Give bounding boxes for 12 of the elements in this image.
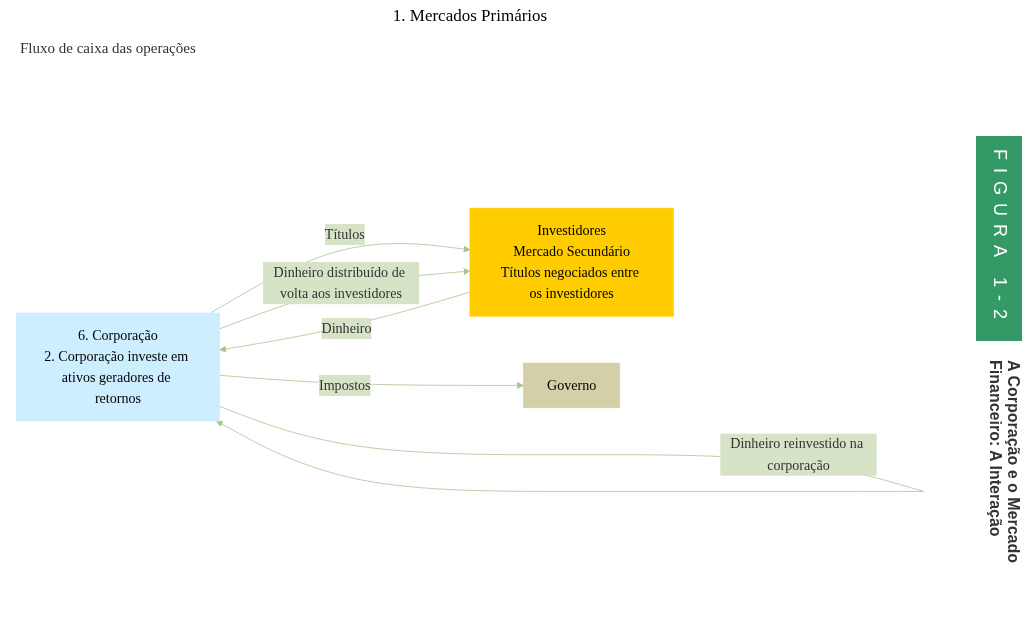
edge-label: Dinheiro distribuído de volta aos investidores: [273, 264, 405, 302]
edge-label: Dinheiro reinvestido na corporação: [730, 436, 864, 473]
edge-label: Dinheiro: [321, 320, 372, 337]
edge-label: Impostos: [318, 377, 371, 393]
figure-caption: A Corporação e o Mercado Financeiro: A Interação: [986, 360, 1022, 565]
figure-tab: FIGURA 1-2: [976, 136, 1022, 341]
edge-label: Títulos: [324, 226, 365, 242]
section-heading: 1. Mercados Primários: [391, 6, 549, 26]
node-box: Governo: [523, 362, 621, 409]
node-box: 6. Corporação 2. Corporação investe em ativos geradores de retornos: [15, 312, 221, 422]
flow-note: Fluxo de caixa das operações: [20, 40, 196, 57]
node-box: Investidores Mercado Secundário Títulos negociados entre os investidores: [469, 208, 674, 317]
